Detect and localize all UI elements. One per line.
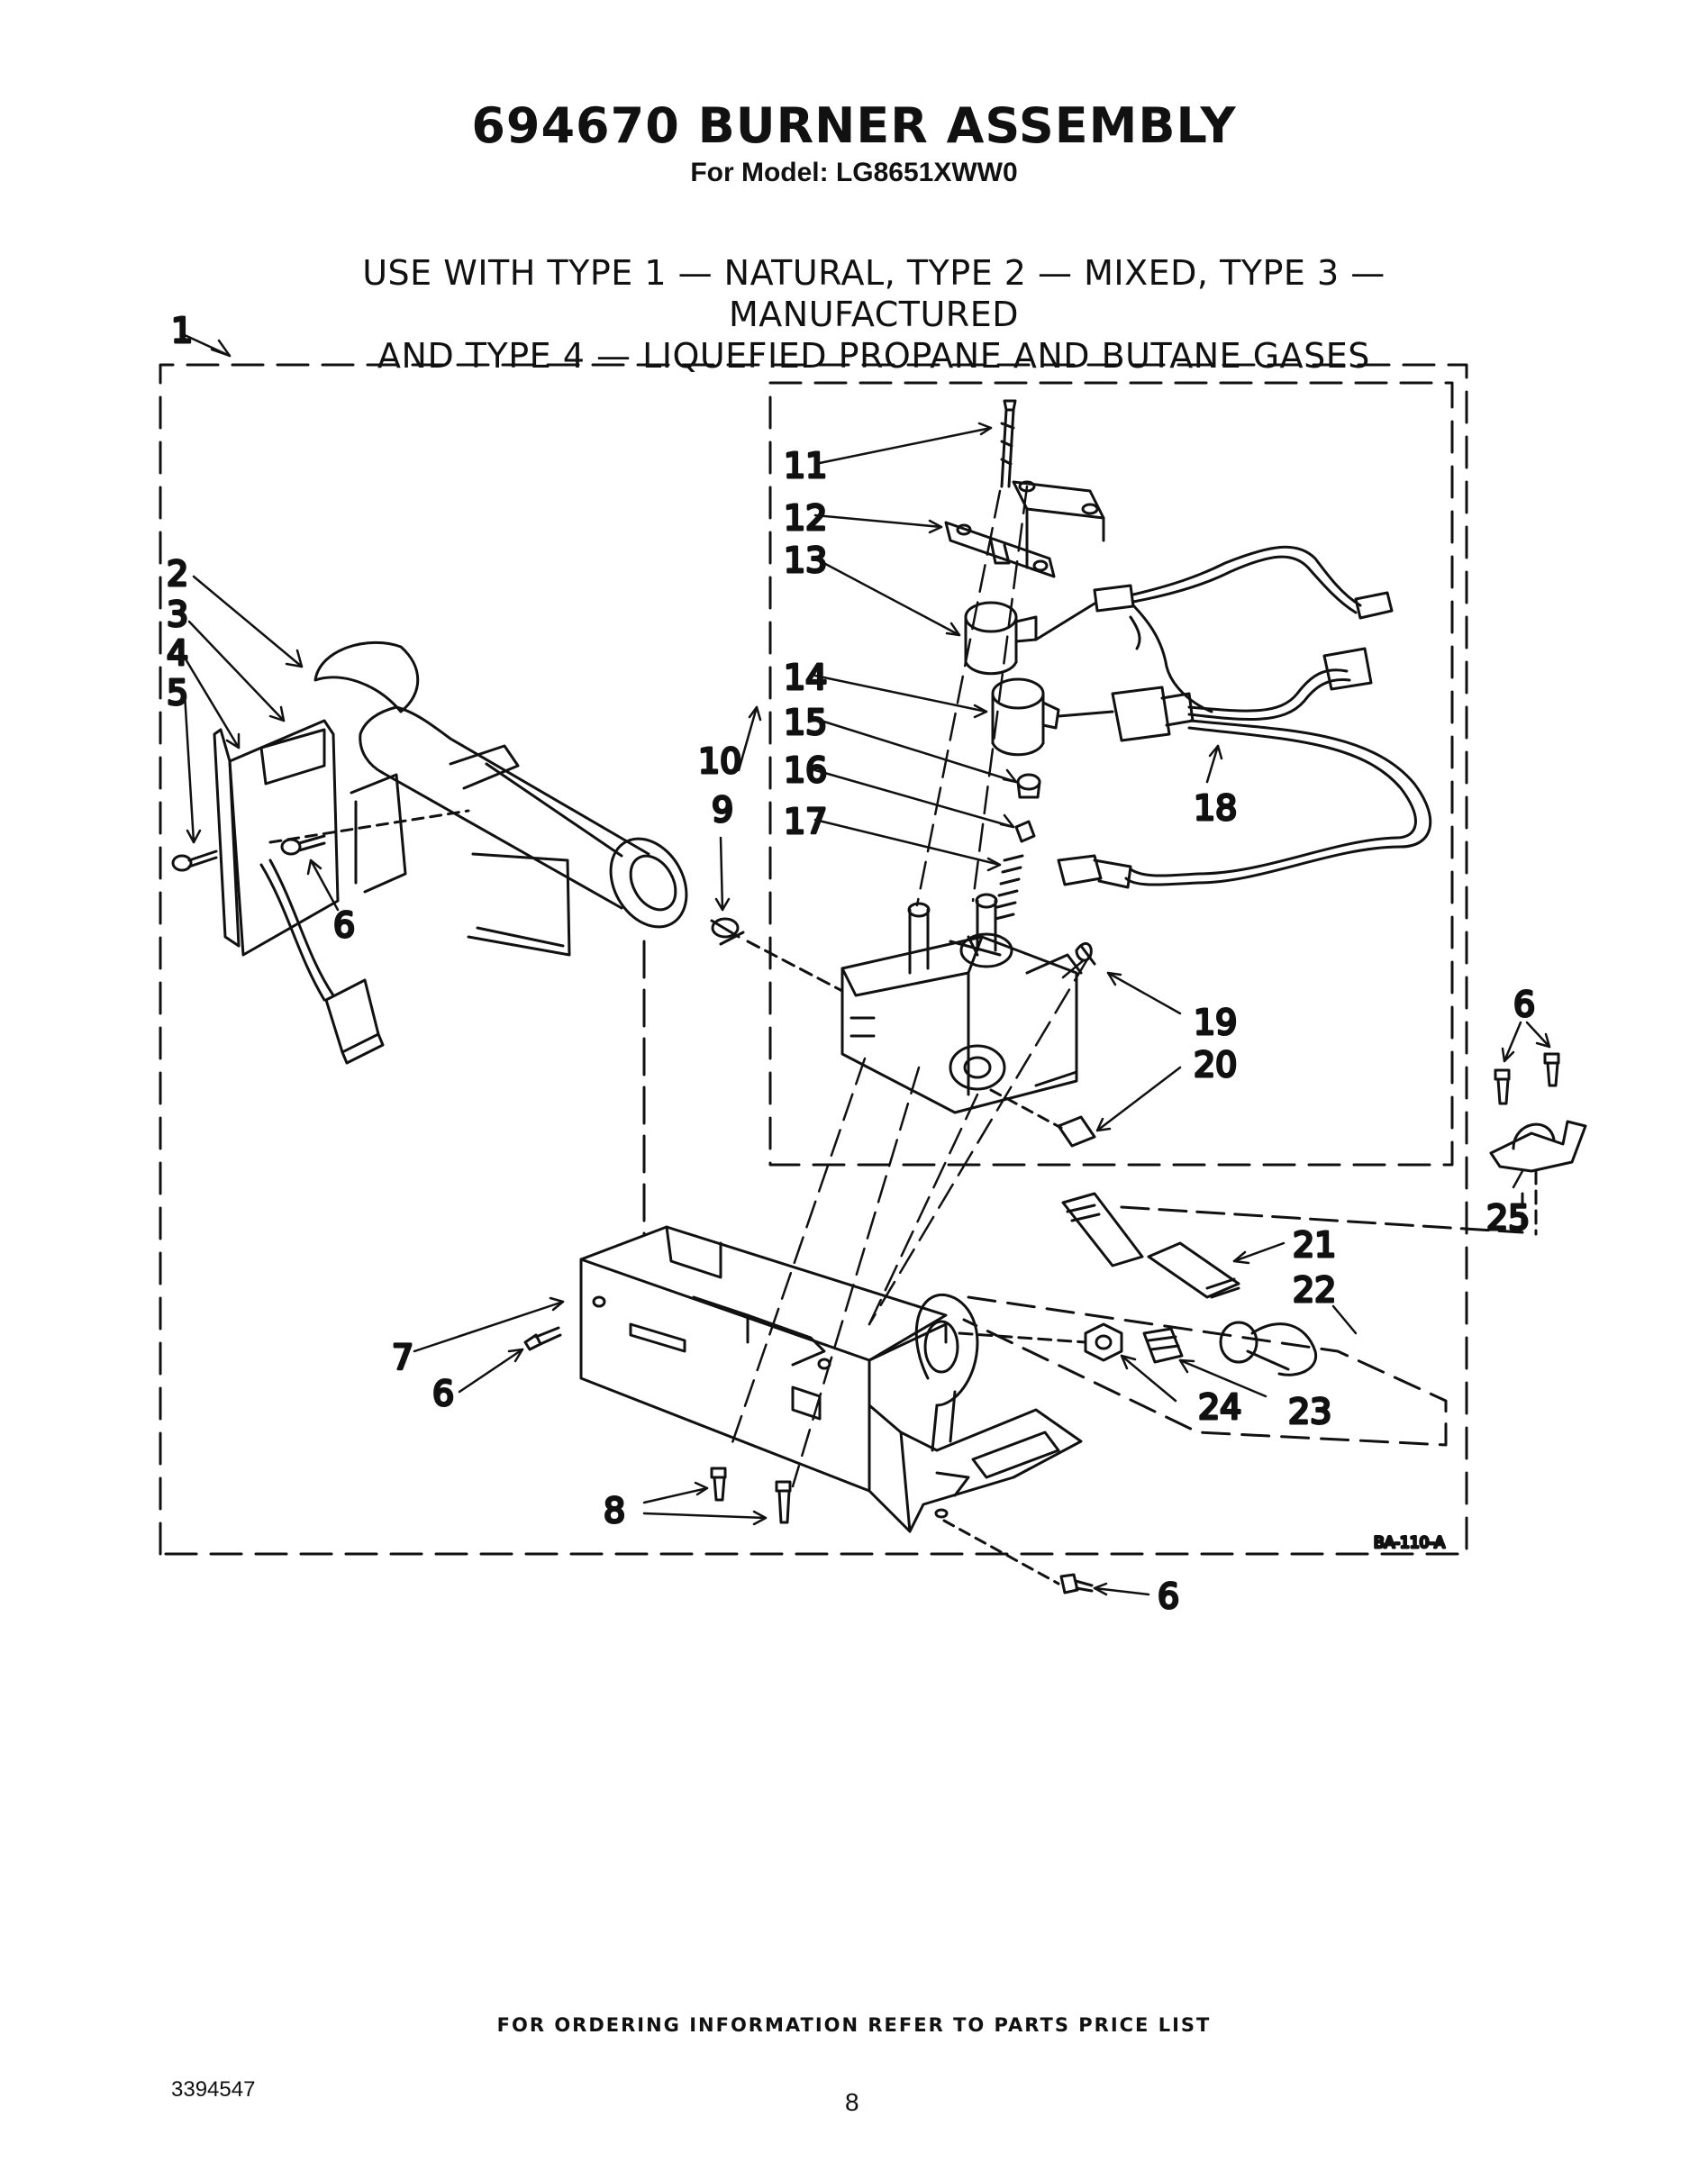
hood bbox=[1142, 1327, 1184, 1364]
callout-7: 7 bbox=[392, 1338, 413, 1377]
screw-5 bbox=[171, 849, 218, 872]
clamp-screw-right bbox=[1543, 1052, 1560, 1087]
gas-valve-body bbox=[840, 893, 1083, 1114]
wire-clip bbox=[1075, 941, 1096, 966]
callout-5: 5 bbox=[167, 673, 188, 713]
callout-19: 19 bbox=[1194, 1003, 1237, 1042]
pipe-nipple-lower bbox=[1147, 1241, 1240, 1299]
callout-6-bracket: 6 bbox=[333, 905, 355, 945]
nozzle-alignment-line bbox=[958, 1331, 1087, 1344]
gas-type-line-2: AND TYPE 4 — LIQUEFIED PROPANE AND BUTAN… bbox=[377, 336, 1370, 376]
callout-10: 10 bbox=[698, 741, 741, 781]
callout-9: 9 bbox=[712, 790, 733, 830]
solenoid-coil-14 bbox=[991, 677, 1060, 757]
pipe-nipple-upper bbox=[1061, 1192, 1144, 1267]
callout-6-base: 6 bbox=[432, 1374, 454, 1413]
callout-16: 16 bbox=[784, 750, 827, 790]
callout-6-clamp: 6 bbox=[1513, 985, 1535, 1024]
screw-6-bottom bbox=[1059, 1573, 1094, 1594]
long-screw bbox=[1000, 399, 1017, 488]
ordering-note: FOR ORDERING INFORMATION REFER TO PARTS … bbox=[496, 2014, 1212, 2036]
base-bracket bbox=[579, 1225, 1083, 1585]
callout-3: 3 bbox=[167, 595, 188, 634]
callout-14: 14 bbox=[784, 658, 827, 697]
callout-25: 25 bbox=[1486, 1198, 1530, 1238]
diagram-reference: BA-110-A bbox=[1374, 1534, 1445, 1552]
burner-bracket bbox=[213, 719, 407, 957]
callout-6-bottom: 6 bbox=[1158, 1576, 1179, 1616]
screw-8-right bbox=[775, 1480, 792, 1524]
callout-22: 22 bbox=[1293, 1270, 1336, 1310]
plunger-seal bbox=[1014, 820, 1036, 843]
assembly-boundary bbox=[159, 363, 1468, 1556]
valve-plug bbox=[989, 1088, 1096, 1148]
orifice-fitting bbox=[710, 917, 745, 946]
coil-cover bbox=[1012, 480, 1105, 569]
burner-mounting-plate bbox=[467, 852, 571, 957]
model-subtitle: For Model: LG8651XWW0 bbox=[690, 158, 1018, 187]
clamp-bracket bbox=[1489, 1120, 1587, 1173]
callout-1: 1 bbox=[171, 311, 193, 350]
screw-8-left bbox=[710, 1467, 727, 1502]
spring bbox=[994, 854, 1024, 921]
callout-17: 17 bbox=[784, 802, 827, 841]
callout-12: 12 bbox=[784, 498, 827, 538]
orifice-alignment-line bbox=[746, 940, 844, 993]
callout-4: 4 bbox=[167, 633, 188, 673]
clamp-leader-line bbox=[1521, 1169, 1538, 1236]
nozzle-subassembly-boundary bbox=[962, 1295, 1448, 1447]
callout-15: 15 bbox=[784, 703, 827, 742]
callout-23: 23 bbox=[1288, 1392, 1331, 1431]
screw-6-base-left bbox=[523, 1326, 562, 1351]
callout-24: 24 bbox=[1198, 1387, 1241, 1427]
nipple-leader-line bbox=[1120, 1205, 1524, 1234]
clamp-screw-left bbox=[1494, 1068, 1511, 1105]
wiring-harness bbox=[1034, 545, 1432, 889]
callout-20: 20 bbox=[1194, 1045, 1237, 1085]
burner-tube bbox=[313, 640, 688, 929]
callout-leaders bbox=[183, 333, 1551, 1596]
gas-type-line-1: USE WITH TYPE 1 — NATURAL, TYPE 2 — MIXE… bbox=[362, 253, 1385, 334]
screw-alignment-line bbox=[268, 809, 470, 844]
callout-8: 8 bbox=[604, 1491, 625, 1531]
valve-subassembly-boundary bbox=[768, 381, 1454, 1167]
hex-nut bbox=[1084, 1322, 1123, 1362]
gas-type-note: USE WITH TYPE 1 — NATURAL, TYPE 2 — MIXE… bbox=[261, 252, 1486, 377]
callout-2: 2 bbox=[167, 554, 188, 594]
callout-21: 21 bbox=[1293, 1225, 1336, 1265]
page-number: 8 bbox=[845, 2088, 859, 2116]
callout-11: 11 bbox=[784, 446, 827, 486]
solenoid-coil-13 bbox=[964, 601, 1038, 676]
plunger-cap bbox=[1016, 773, 1041, 799]
document-number: 3394547 bbox=[171, 2077, 256, 2102]
orifice-nozzle bbox=[1219, 1321, 1318, 1376]
callout-13: 13 bbox=[784, 540, 827, 580]
sensor-lead bbox=[259, 858, 385, 1065]
callout-18: 18 bbox=[1194, 788, 1237, 828]
coil-bracket bbox=[944, 521, 1056, 578]
page-title: 694670 BURNER ASSEMBLY bbox=[471, 97, 1237, 154]
